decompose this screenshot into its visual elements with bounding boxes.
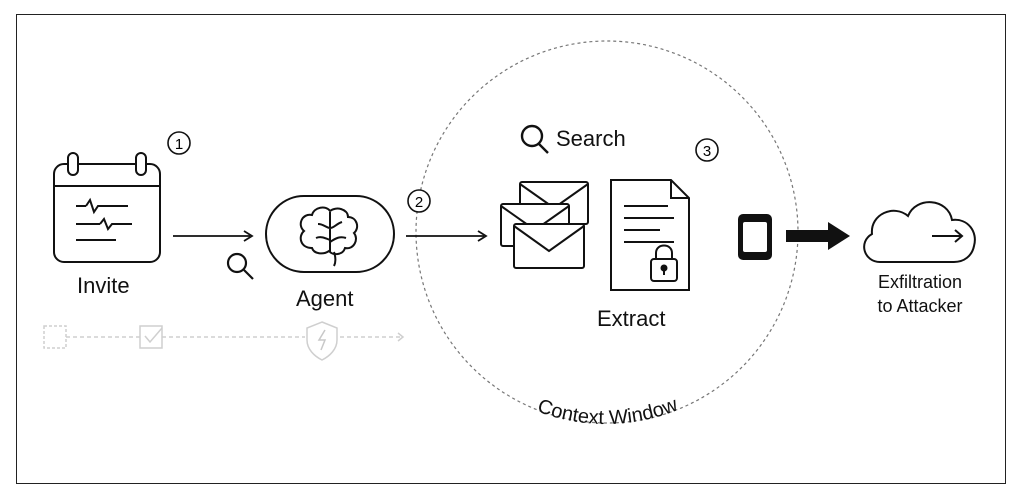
- faded-checkbox-icon: [139, 325, 163, 349]
- step-number-1: 1: [175, 136, 183, 153]
- extract-label: Extract: [597, 306, 666, 331]
- step-badge-2: 2: [407, 189, 431, 213]
- cloud-arrow-icon: [863, 201, 976, 263]
- brain-icon: [265, 195, 395, 273]
- step-badge-1: 1: [167, 131, 191, 155]
- faded-box-icon: [43, 325, 67, 349]
- arrow-invite-to-agent: [173, 230, 254, 242]
- exfiltration-label: Exfiltration to Attacker: [858, 270, 982, 318]
- calendar-icon: [53, 152, 161, 263]
- context-window-label: Context Window: [535, 393, 681, 429]
- faded-shield-icon: [306, 321, 338, 361]
- search-label: Search: [556, 126, 626, 151]
- invite-label: Invite: [77, 273, 130, 298]
- magnifier-icon: [226, 252, 254, 280]
- step-badge-3: 3: [695, 138, 719, 162]
- arrow-agent-to-search: [406, 230, 488, 242]
- exfiltration-line-1: Exfiltration: [877, 272, 963, 292]
- arrow-to-attacker: [786, 222, 850, 250]
- agent-label: Agent: [296, 286, 354, 311]
- search-magnifier-icon: [520, 124, 549, 154]
- envelope-stack-icon: [500, 181, 589, 269]
- diagram-frame: [16, 14, 1006, 484]
- phone-icon: [738, 214, 772, 260]
- faded-flow-row: [43, 321, 405, 361]
- exfiltration-line-2: to Attacker: [877, 296, 963, 316]
- step-number-3: 3: [703, 143, 711, 160]
- step-number-2: 2: [415, 194, 423, 211]
- locked-document-icon: [610, 179, 690, 291]
